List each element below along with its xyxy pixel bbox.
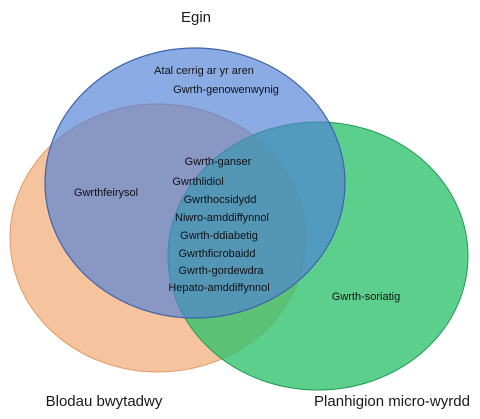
region-all-three-item: Gwrthficrobaidd bbox=[178, 248, 255, 260]
region-all-three-item: Gwrth-ganser bbox=[185, 156, 252, 168]
set-label-planhigion-micro-wyrdd: Planhigion micro-wyrdd bbox=[314, 393, 470, 410]
region-all-three-item: Gwrthlidiol bbox=[172, 176, 223, 188]
circle-egin bbox=[44, 47, 346, 319]
region-egin-item: Atal cerrig ar yr aren bbox=[154, 65, 254, 77]
region-all-three-item: Gwrthocsidydd bbox=[184, 194, 257, 206]
region-all-three-item: Gwrth-ddiabetig bbox=[180, 230, 258, 242]
set-label-egin: Egin bbox=[181, 9, 211, 26]
region-egin-blodau-item: Gwrthfeirysol bbox=[74, 187, 138, 199]
region-micro-item: Gwrth-soriatig bbox=[332, 291, 400, 303]
region-all-three-item: Niwro-amddiffynnol bbox=[175, 212, 269, 224]
region-all-three-item: Hepato-amddiffynnol bbox=[168, 282, 269, 294]
set-label-blodau-bwytadwy: Blodau bwytadwy bbox=[46, 393, 163, 410]
region-egin-item: Gwrth-genowenwynig bbox=[173, 84, 279, 96]
region-all-three-item: Gwrth-gordewdra bbox=[179, 265, 265, 277]
